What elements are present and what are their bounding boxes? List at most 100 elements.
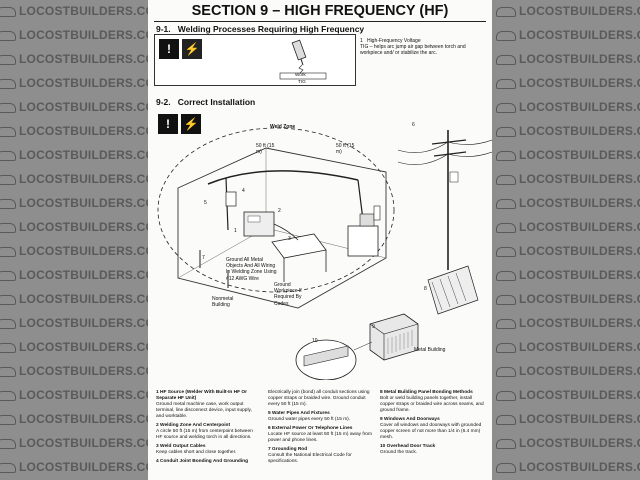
label-nonmetal: Nonmetal Building <box>212 296 234 309</box>
watermark-text: LOCOSTBUILDERS.CO.UK <box>519 220 640 234</box>
car-logo-icon <box>496 246 516 257</box>
watermark-row: LOCOSTBUILDERS.CO.UK <box>0 412 148 436</box>
car-logo-icon <box>0 54 16 65</box>
watermark-text: LOCOSTBUILDERS.CO.UK <box>19 436 148 450</box>
watermark-row: LOCOSTBUILDERS.CO.UK <box>496 196 640 220</box>
watermark-text: LOCOSTBUILDERS.CO.UK <box>19 340 148 354</box>
watermark-row: LOCOSTBUILDERS.CO.UK <box>496 4 640 28</box>
car-logo-icon <box>0 438 16 449</box>
label-ground-all: Ground All Metal Objects And All Wiring … <box>226 257 277 282</box>
legend-8-head: 8 Metal Building Panel Bonding Methods <box>380 390 473 395</box>
s1-callout-num: 1 <box>360 38 363 44</box>
weld-zone-circle <box>157 127 395 293</box>
watermark-text: LOCOSTBUILDERS.CO.UK <box>19 244 148 258</box>
watermark-row: LOCOSTBUILDERS.CO.UK <box>0 4 148 28</box>
watermark-row: LOCOSTBUILDERS.CO.UK <box>496 52 640 76</box>
watermark-right: LOCOSTBUILDERS.CO.UKLOCOSTBUILDERS.CO.UK… <box>492 0 640 480</box>
watermark-text: LOCOSTBUILDERS.CO.UK <box>519 244 640 258</box>
legend-col-1: 1 HF Source (Welder With Built-In HF Or … <box>156 390 260 468</box>
car-logo-icon <box>0 318 16 329</box>
car-logo-icon <box>496 270 516 281</box>
watermark-row: LOCOSTBUILDERS.CO.UK <box>496 412 640 436</box>
s1-title: Welding Processes Requiring High Frequen… <box>177 24 365 34</box>
watermark-text: LOCOSTBUILDERS.CO.UK <box>19 100 148 114</box>
callout-5: 5 <box>204 200 207 206</box>
watermark-text: LOCOSTBUILDERS.CO.UK <box>519 412 640 426</box>
watermark-text: LOCOSTBUILDERS.CO.UK <box>519 340 640 354</box>
watermark-text: LOCOSTBUILDERS.CO.UK <box>519 388 640 402</box>
car-logo-icon <box>496 438 516 449</box>
watermark-row: LOCOSTBUILDERS.CO.UK <box>496 316 640 340</box>
watermark-text: LOCOSTBUILDERS.CO.UK <box>19 172 148 186</box>
watermark-text: LOCOSTBUILDERS.CO.UK <box>519 196 640 210</box>
label-dist-a: 50 ft (15 m) <box>256 143 275 156</box>
legend-9-head: 9 Windows And Doorways <box>380 417 440 422</box>
legend-1-body: Ground metal machine case, work output t… <box>156 402 252 419</box>
car-logo-icon <box>0 222 16 233</box>
installation-diagram <box>157 127 492 380</box>
callout-8: 8 <box>424 286 427 292</box>
watermark-text: LOCOSTBUILDERS.CO.UK <box>519 28 640 42</box>
watermark-text: LOCOSTBUILDERS.CO.UK <box>19 220 148 234</box>
watermark-text: LOCOSTBUILDERS.CO.UK <box>519 148 640 162</box>
watermark-text: LOCOSTBUILDERS.CO.UK <box>519 52 640 66</box>
s1-number: 9-1. <box>156 24 171 34</box>
callout-10: 10 <box>312 338 318 344</box>
car-logo-icon <box>0 414 16 425</box>
label-weld-zone: Weld Zone <box>270 124 296 130</box>
car-logo-icon <box>0 198 16 209</box>
title-rule <box>154 21 486 22</box>
car-logo-icon <box>496 126 516 137</box>
car-logo-icon <box>0 270 16 281</box>
watermark-row: LOCOSTBUILDERS.CO.UK <box>496 388 640 412</box>
watermark-row: LOCOSTBUILDERS.CO.UK <box>496 436 640 460</box>
car-logo-icon <box>496 150 516 161</box>
legend-7-body: Consult the National Electrical Code for… <box>268 453 352 464</box>
watermark-row: LOCOSTBUILDERS.CO.UK <box>0 268 148 292</box>
watermark-text: LOCOSTBUILDERS.CO.UK <box>19 124 148 138</box>
disconnect-box <box>225 191 237 207</box>
desk <box>347 225 379 257</box>
car-logo-icon <box>0 246 16 257</box>
warning-icon-2: ! <box>158 114 178 134</box>
watermark-text: LOCOSTBUILDERS.CO.UK <box>519 292 640 306</box>
watermark-row: LOCOSTBUILDERS.CO.UK <box>0 292 148 316</box>
process-label: TIG <box>298 79 306 84</box>
watermark-text: LOCOSTBUILDERS.CO.UK <box>19 460 148 474</box>
watermark-text: LOCOSTBUILDERS.CO.UK <box>519 76 640 90</box>
manual-page: SECTION 9 – HIGH FREQUENCY (HF) 9-1. Wel… <box>148 0 492 480</box>
car-logo-icon <box>496 318 516 329</box>
watermark-text: LOCOSTBUILDERS.CO.UK <box>519 172 640 186</box>
label-metal-building: Metal Building <box>414 347 446 353</box>
watermark-text: LOCOSTBUILDERS.CO.UK <box>19 28 148 42</box>
watermark-row: LOCOSTBUILDERS.CO.UK <box>496 124 640 148</box>
car-logo-icon <box>496 342 516 353</box>
watermark-row: LOCOSTBUILDERS.CO.UK <box>0 460 148 480</box>
s1-callout-title: High-Frequency Voltage <box>366 38 421 44</box>
car-logo-icon <box>0 462 16 473</box>
watermark-text: LOCOSTBUILDERS.CO.UK <box>519 364 640 378</box>
s1-callout-text: TIG – helps arc jump air gap between tor… <box>360 44 466 57</box>
callout-3: 3 <box>288 236 291 242</box>
watermark-text: LOCOSTBUILDERS.CO.UK <box>519 268 640 282</box>
s1-figure-box: ! ⚡ Work TIG <box>154 34 356 86</box>
legend-6-head: 6 External Power Or Telephone Lines <box>268 426 353 431</box>
car-logo-icon <box>0 78 16 89</box>
car-logo-icon <box>0 342 16 353</box>
watermark-text: LOCOSTBUILDERS.CO.UK <box>19 412 148 426</box>
legend-col-2: Electrically join (bond) all conduit sec… <box>268 390 372 468</box>
car-logo-icon <box>496 222 516 233</box>
car-logo-icon <box>496 6 516 17</box>
work-label: Work <box>295 72 306 77</box>
callout-2: 2 <box>278 208 281 214</box>
computer <box>359 213 375 227</box>
car-logo-icon <box>496 78 516 89</box>
legend-3-head: 3 Weld Output Cables <box>156 444 206 449</box>
car-logo-icon <box>496 198 516 209</box>
watermark-text: LOCOSTBUILDERS.CO.UK <box>19 388 148 402</box>
watermark-row: LOCOSTBUILDERS.CO.UK <box>496 340 640 364</box>
car-logo-icon <box>496 390 516 401</box>
car-logo-icon <box>496 462 516 473</box>
car-logo-icon <box>0 30 16 41</box>
